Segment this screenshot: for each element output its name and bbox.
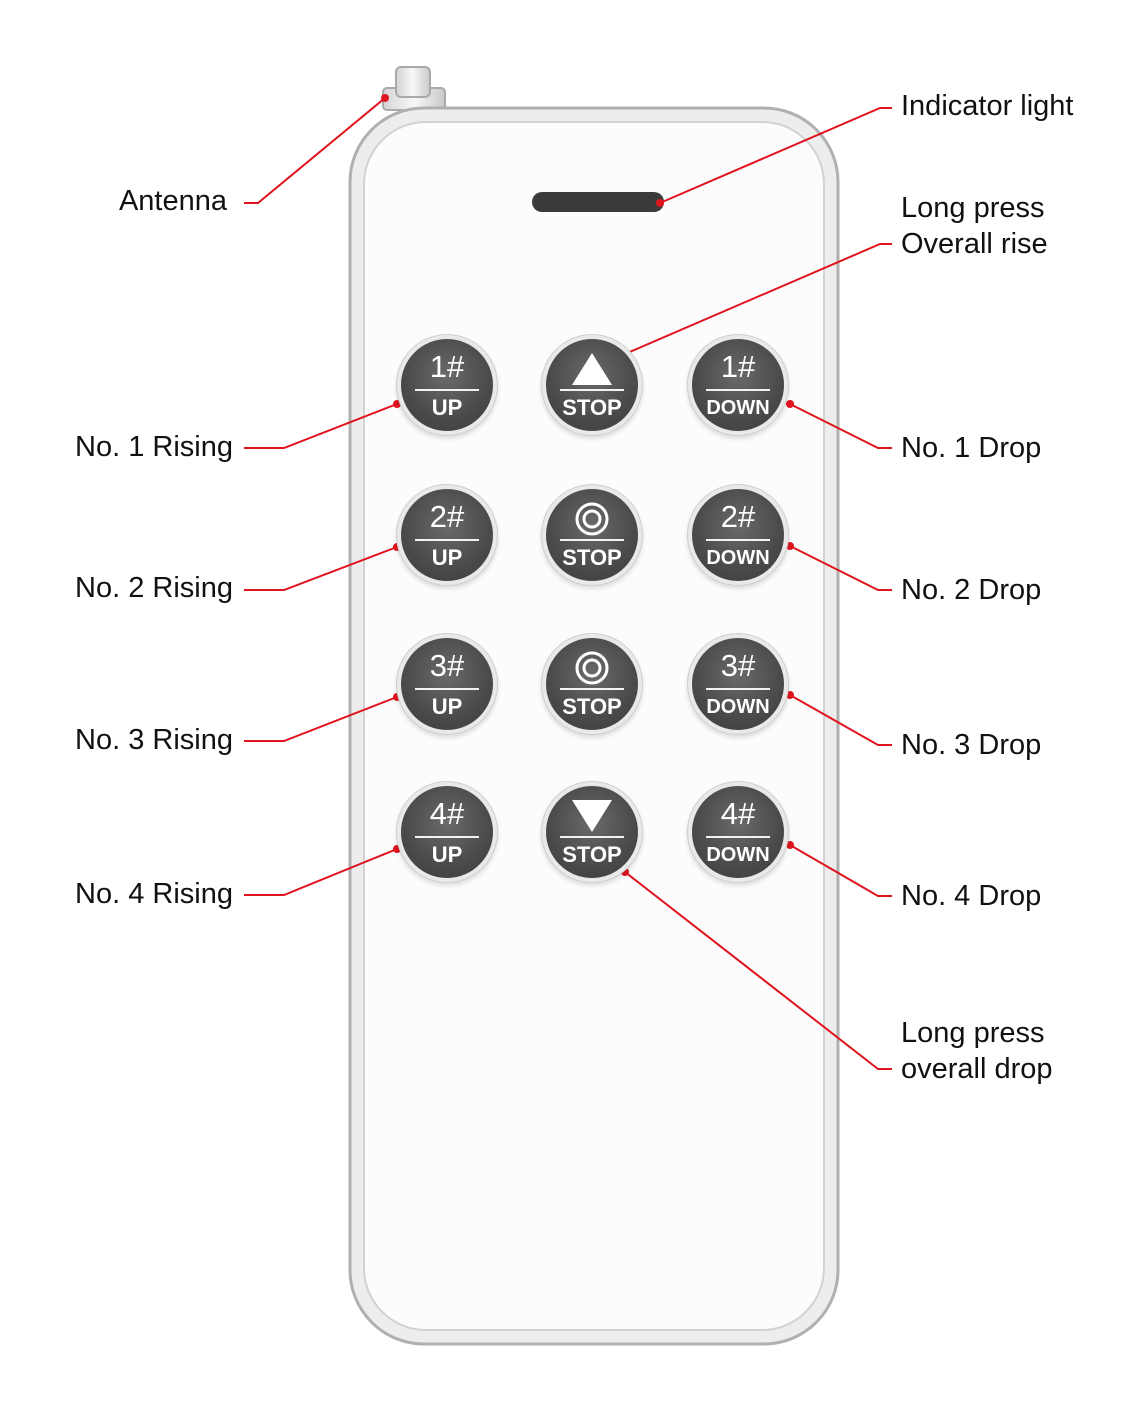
- button-1-down[interactable]: 1# DOWN: [692, 339, 784, 431]
- button-3-down-number: 3#: [720, 648, 756, 683]
- button-overall-drop-stop-label: STOP: [562, 842, 622, 867]
- leader-overall-rise: [624, 243, 892, 355]
- leader-no3-drop: [789, 694, 892, 746]
- button-4-up[interactable]: 4# UP: [401, 786, 493, 878]
- button-1-down-number: 1#: [720, 349, 756, 384]
- label-no4-rising: No. 4 Rising: [75, 878, 233, 910]
- label-no2-drop: No. 2 Drop: [901, 574, 1042, 606]
- label-no2-rising: No. 2 Rising: [75, 572, 233, 604]
- button-1-down-label: DOWN: [706, 397, 770, 419]
- button-overall-drop-stop[interactable]: STOP: [546, 786, 638, 878]
- label-antenna: Antenna: [118, 185, 227, 217]
- button-2-down-label: DOWN: [706, 547, 770, 569]
- button-3-stop[interactable]: STOP: [546, 638, 638, 730]
- button-2-up[interactable]: 2# UP: [401, 489, 493, 581]
- button-4-up-label: UP: [431, 842, 463, 867]
- leader-no3-rising: [244, 696, 398, 742]
- leader-no4-rising: [244, 848, 398, 896]
- label-indicator-light: Indicator light: [901, 90, 1074, 122]
- label-no1-rising: No. 1 Rising: [75, 431, 233, 463]
- button-4-up-number: 4#: [429, 796, 465, 831]
- button-3-up[interactable]: 3# UP: [401, 638, 493, 730]
- button-1-up[interactable]: 1# UP: [401, 339, 493, 431]
- button-4-down-number: 4#: [720, 796, 756, 831]
- button-2-stop[interactable]: STOP: [546, 489, 638, 581]
- button-2-up-label: UP: [431, 545, 463, 570]
- leader-indicator: [659, 107, 892, 204]
- button-1-up-number: 1#: [429, 349, 465, 384]
- button-2-down-number: 2#: [720, 499, 756, 534]
- leader-overall-drop: [624, 871, 892, 1070]
- leader-no1-drop: [789, 403, 892, 449]
- button-2-down[interactable]: 2# DOWN: [692, 489, 784, 581]
- target-circle-icon: [546, 501, 638, 537]
- leader-antenna: [244, 97, 386, 204]
- button-4-down[interactable]: 4# DOWN: [692, 786, 784, 878]
- button-2-stop-label: STOP: [562, 545, 622, 570]
- label-overall-rise-line1: Long press: [901, 192, 1045, 224]
- button-3-down[interactable]: 3# DOWN: [692, 638, 784, 730]
- button-3-stop-label: STOP: [562, 694, 622, 719]
- label-overall-drop-line2: overall drop: [901, 1053, 1053, 1085]
- button-1-up-label: UP: [431, 395, 463, 420]
- leader-lines: [244, 97, 892, 1070]
- leader-no4-drop: [789, 844, 892, 897]
- label-overall-drop-line1: Long press: [901, 1017, 1045, 1049]
- button-2-up-number: 2#: [429, 499, 465, 534]
- button-3-up-label: UP: [431, 694, 463, 719]
- button-overall-rise-stop-label: STOP: [562, 395, 622, 420]
- leader-no1-rising: [244, 403, 398, 449]
- button-4-down-label: DOWN: [706, 844, 770, 866]
- triangle-up-icon: [546, 351, 638, 387]
- label-no1-drop: No. 1 Drop: [901, 432, 1042, 464]
- triangle-down-icon: [546, 798, 638, 834]
- antenna-part: [382, 66, 446, 111]
- leader-no2-rising: [244, 546, 398, 591]
- label-overall-rise-line2: Overall rise: [901, 228, 1048, 260]
- button-overall-rise-stop[interactable]: STOP: [546, 339, 638, 431]
- button-3-down-label: DOWN: [706, 696, 770, 718]
- target-circle-icon: [546, 650, 638, 686]
- label-no4-drop: No. 4 Drop: [901, 880, 1042, 912]
- label-no3-drop: No. 3 Drop: [901, 729, 1042, 761]
- button-3-up-number: 3#: [429, 648, 465, 683]
- leader-no2-drop: [789, 545, 892, 591]
- indicator-light: [532, 192, 664, 212]
- label-no3-rising: No. 3 Rising: [75, 724, 233, 756]
